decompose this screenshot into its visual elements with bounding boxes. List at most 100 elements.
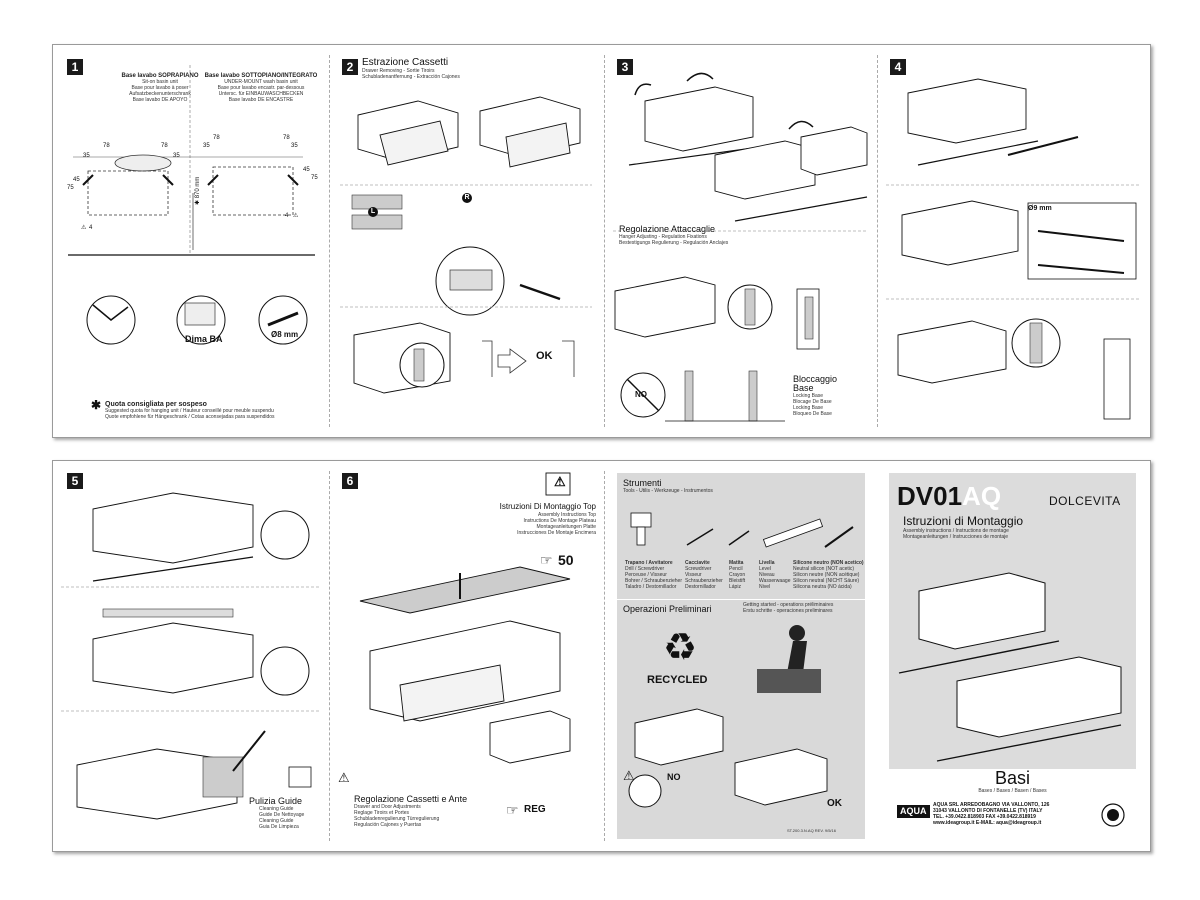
brand-name: DOLCEVITA xyxy=(1049,494,1121,508)
prelim-diagrams xyxy=(628,625,828,808)
step-number: 5 xyxy=(67,473,83,489)
tools-panel: Strumenti Tools - Utilis - Werkzeuge - I… xyxy=(617,473,865,839)
prelim-sub-1: Getting started - operations préliminair… xyxy=(743,602,834,608)
address-line-3: TEL. +39.0422.818903 FAX +39.0422.818919 xyxy=(933,814,1036,820)
cover-sub-2: Montageanleitungen / Instrucciones de mo… xyxy=(903,534,1009,540)
adjustment-sub-2: Reglage Tiroirs et Portes xyxy=(354,810,410,816)
locking-title-1: Bloccaggio xyxy=(793,374,838,384)
tool-screwdriver-line-3: Schraubenzieher xyxy=(685,578,723,584)
sit-on-title: Base lavabo SOPRAPIANO xyxy=(121,73,199,79)
locking-sub-3: Locking Base xyxy=(793,405,824,411)
cleaning-diagram xyxy=(61,492,321,820)
tool-drill-line-3: Bohrer / Schraubenzieher xyxy=(625,578,682,584)
dim-45: 45 xyxy=(303,167,310,173)
tool-drill-line-4: Taladro / Destornillador xyxy=(625,584,677,590)
left-badge: L xyxy=(368,207,378,217)
cleaning-sub-4: Guia De Limpieza xyxy=(259,824,299,830)
panel-divider xyxy=(604,55,605,427)
sit-on-sub-4: Base lavabo DE APOYO xyxy=(132,97,188,103)
dim-35: 35 xyxy=(203,143,210,149)
tool-drill-line-1: Drill / Screwdriver xyxy=(625,566,665,572)
top-assembly-diagram xyxy=(359,472,571,764)
panel-divider xyxy=(877,55,878,427)
drawer-removing-title: Estrazione Cassetti xyxy=(362,57,449,68)
cover-panel: DV01AQ DOLCEVITA Istruzioni di Montaggio… xyxy=(889,473,1136,839)
drawer-removing-sub-1: Drawer Removing - Sortie Tiroirs xyxy=(362,68,435,74)
hand-pointer-icon: ☞ xyxy=(540,552,553,568)
cover-title: Istruzioni di Montaggio xyxy=(903,514,1024,528)
tools-divider xyxy=(617,599,865,600)
recycled-label: RECYCLED xyxy=(647,674,708,686)
note-title: Quota consigliata per sospeso xyxy=(105,401,207,408)
model-suffix: AQ xyxy=(962,481,1002,511)
prelim-sub-2: Erstu schritte - operaciones preliminare… xyxy=(743,608,833,614)
tool-silicone-line-3: Silicon neutral (NICHT Säure) xyxy=(793,578,860,584)
bases-sub: Bases / Bases / Basen / Bases xyxy=(978,788,1047,794)
dim-35: 35 xyxy=(291,143,298,149)
panel-step-1: 1 Base lavabo SOPRAPIANO Sit-on basin un… xyxy=(53,45,329,437)
address-line-2: 31043 VALLONTO DI FONTANELLE (TV) ITALY xyxy=(933,808,1043,814)
drill-size: Ø9 mm xyxy=(1028,205,1052,212)
cleaning-sub-2: Guide De Nettoyage xyxy=(259,812,305,818)
tool-drill-name: Trapano / Avvitatore xyxy=(625,560,673,566)
fixing-diagram xyxy=(886,78,1140,420)
tool-silicone-line-2: Silicon neutre (NON acétique) xyxy=(793,572,860,578)
tool-screwdriver-line-4: Destornillador xyxy=(685,584,716,590)
instruction-sheet-top: 1 Base lavabo SOPRAPIANO Sit-on basin un… xyxy=(52,44,1151,438)
top-assembly-sub-2: Instructions De Montage Plateau xyxy=(523,518,596,524)
cover-sub-1: Assembly instructions / Instructions de … xyxy=(903,528,1009,534)
drawer-removing-sub-2: Schubladenantfernung - Extracción Cajone… xyxy=(362,74,460,80)
drawer-removal-diagram xyxy=(340,96,592,394)
no-label: NO xyxy=(667,772,681,782)
warning-icon: ⚠ xyxy=(554,474,566,489)
drill-size: Ø8 mm xyxy=(271,330,299,339)
tools-title: Strumenti xyxy=(623,478,662,488)
hanger-adjusting-sub-2: Bestestigungs Regulierung - Regulación A… xyxy=(619,240,729,246)
panel-step-3: 3 Regolazione Attaccaglie Hanger Adjusti… xyxy=(605,45,877,437)
asterisk-icon: ✱ xyxy=(91,398,102,412)
model-code: DV01 xyxy=(897,481,963,511)
panel-step-2: 2 Estrazione Cassetti Drawer Removing - … xyxy=(330,45,604,437)
tool-pencil-line-1: Pencil xyxy=(729,566,743,572)
cleaning-title: Pulizia Guide xyxy=(249,796,303,806)
model-prefix: DV01AQ xyxy=(897,481,1002,511)
tool-pencil-name: Matita xyxy=(729,560,744,566)
locking-sub-2: Blocage De Base xyxy=(793,399,832,405)
step-number: 4 xyxy=(890,59,906,75)
top-page-ref: 50 xyxy=(558,552,574,568)
address-line-1: AQUA SRL ARREDOBAGNO VIA VALLONTO, 126 xyxy=(933,802,1050,808)
tool-pencil-line-3: Bleistift xyxy=(729,578,746,584)
tool-screwdriver-line-2: Visseur xyxy=(685,572,702,578)
warning-icon: ⚠ xyxy=(338,770,350,785)
warn-number: 4 xyxy=(89,225,93,231)
tool-level-line-4: Nivel xyxy=(759,584,771,590)
locking-sub-1: Locking Base xyxy=(793,393,824,399)
tool-silicone-name: Silicone neutro (NON acetico) xyxy=(793,560,864,566)
hanger-diagram xyxy=(613,72,868,422)
tool-pencil-line-2: Crayon xyxy=(729,572,746,578)
dim-78: 78 xyxy=(283,135,290,141)
tool-drill-line-2: Perceuse / Visseur xyxy=(625,572,667,578)
document-code: ST.200.3.N.AQ REV. 9/5/16 xyxy=(787,828,836,833)
panel-step-6: 6 ⚠ Istruzioni Di Montaggio Top Assembly… xyxy=(330,461,604,851)
cleaning-sub-1: Cleaning Guide xyxy=(259,806,294,812)
note-sub-2: Quote empfohlene für Hängeschrank / Cota… xyxy=(105,414,275,420)
sit-on-sub-3: Aufsatzbeckenunterschrank xyxy=(129,91,191,97)
tool-screwdriver-line-1: Screwdriver xyxy=(685,566,712,572)
tool-screwdriver-name: Cacciavite xyxy=(685,560,710,566)
dim-78: 78 xyxy=(161,143,168,149)
note-sub-1: Suggested quota for hanging unit / Haute… xyxy=(105,408,274,414)
step-number: 2 xyxy=(342,59,358,75)
dim-35: 35 xyxy=(83,153,90,159)
top-assembly-sub-1: Assembly Instructions Top xyxy=(538,512,596,518)
adjustment-ref: REG xyxy=(524,804,546,815)
locking-title-2: Base xyxy=(793,383,814,393)
tools-sub: Tools - Utilis - Werkzeuge - Instrumento… xyxy=(623,488,713,494)
bases-title: Basi xyxy=(994,768,1030,788)
dim-45: 45 xyxy=(73,177,80,183)
instruction-sheet-bottom: 5 Pulizia Guide Cleaning Guide Guide De … xyxy=(52,460,1151,852)
panel-divider xyxy=(604,471,605,841)
adjustment-title: Regolazione Cassetti e Ante xyxy=(354,794,468,804)
under-mount-sub-2: Base pour lavabo encastr. par-dessous xyxy=(217,85,305,91)
cover-illustration xyxy=(898,572,1122,762)
